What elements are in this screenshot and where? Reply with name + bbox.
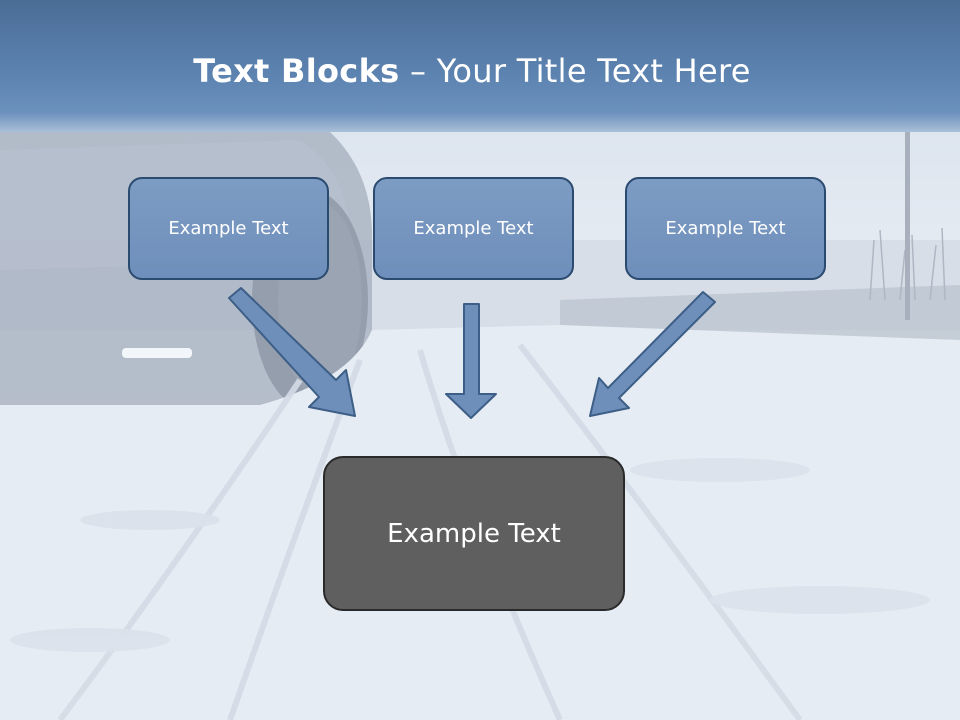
arrow-right [589, 291, 716, 417]
title-bar [0, 0, 960, 132]
title-rest: – Your Title Text Here [399, 52, 751, 90]
text-block-2[interactable]: Example Text [373, 177, 574, 280]
title-bold: Text Blocks [193, 52, 400, 90]
arrow-center [445, 303, 497, 419]
slide-title: Text Blocks – Your Title Text Here [0, 52, 944, 90]
text-block-3[interactable]: Example Text [625, 177, 826, 280]
text-block-1[interactable]: Example Text [128, 177, 329, 280]
main-text-block[interactable]: Example Text [323, 456, 625, 611]
arrow-left [228, 287, 356, 417]
